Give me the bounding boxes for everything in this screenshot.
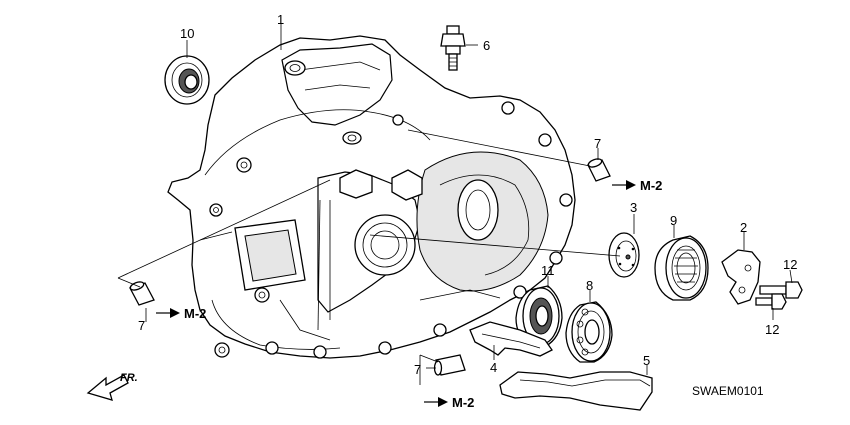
callout-3: 3 [630,200,637,215]
part-7-dowel-pin-right [587,158,611,182]
callout-1: 1 [277,12,284,27]
part-5-cover-plate [499,371,653,411]
callout-2: 2 [740,220,747,235]
reference-arrow-right [612,180,636,190]
callout-7-right: 7 [594,136,601,151]
part-9-roller-bearing [654,235,709,301]
part-11-ball-bearing [515,285,563,347]
leader-lines [117,24,793,385]
callout-4: 4 [490,360,497,375]
callout-12-lower: 12 [765,322,779,337]
part-12-bolt-lower [755,293,787,310]
callout-7-left: 7 [138,318,145,333]
callout-6: 6 [483,38,490,53]
part-12-bolt-upper [759,281,803,299]
callout-11: 11 [541,263,555,278]
front-direction-label: FR. [120,372,138,384]
reference-arrow-left [156,308,180,318]
front-direction-arrow: FR. [86,372,138,401]
part-4-oil-guide [469,321,553,357]
callout-12-upper: 12 [783,257,797,272]
callout-7-bottom: 7 [414,362,421,377]
part-8-ball-bearing [565,301,613,363]
part-6-switch [440,25,466,71]
reference-label-left: M-2 [184,306,206,321]
part-10-oil-seal [164,55,210,105]
part-3-shim [608,232,640,278]
reference-arrow-bottom [424,397,448,407]
part-7-dowel-pin-bottom [433,354,466,376]
diagram-code: SWAEM0101 [692,384,764,398]
callout-10: 10 [180,26,194,41]
part-2-bracket [721,249,761,305]
callout-9: 9 [670,213,677,228]
callout-8: 8 [586,278,593,293]
callout-5: 5 [643,353,650,368]
transmission-housing [167,35,576,359]
reference-label-bottom: M-2 [452,395,474,410]
reference-label-right: M-2 [640,178,662,193]
